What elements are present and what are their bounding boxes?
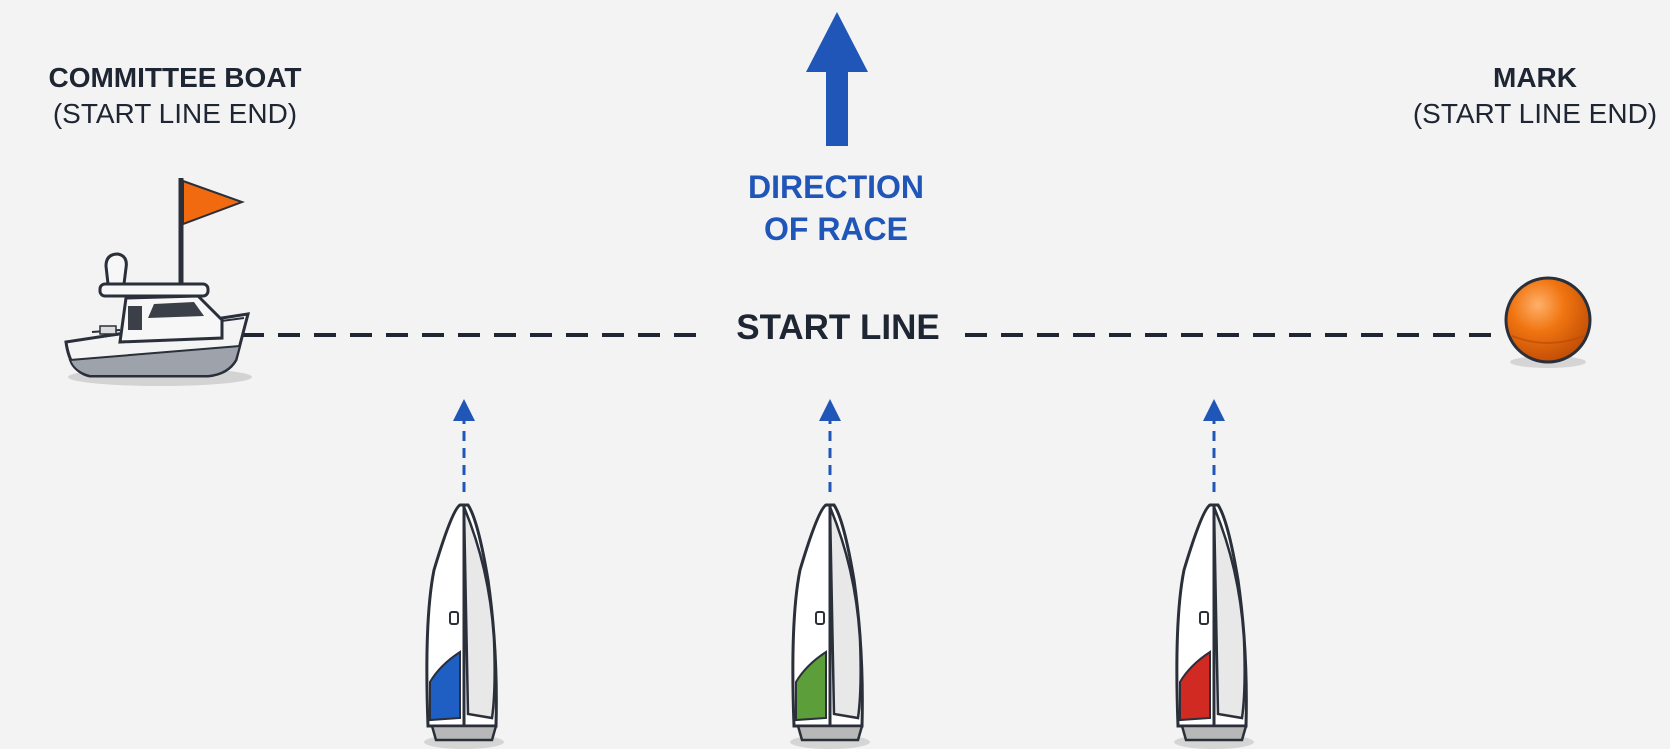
committee-boat-icon <box>66 178 252 386</box>
sailboat-2 <box>790 399 870 749</box>
committee-boat-label: COMMITTEE BOAT (START LINE END) <box>20 60 330 132</box>
course-arrow <box>1203 399 1225 492</box>
direction-line-1: DIRECTION <box>720 167 952 209</box>
course-arrow <box>453 399 475 492</box>
committee-boat-title: COMMITTEE BOAT <box>20 60 330 96</box>
direction-of-race-label: DIRECTION OF RACE <box>720 167 952 250</box>
orange-buoy-icon <box>1506 278 1590 368</box>
mark-label: MARK (START LINE END) <box>1400 60 1670 132</box>
start-line-label: START LINE <box>718 306 958 350</box>
direction-line-2: OF RACE <box>720 209 952 251</box>
course-arrow <box>819 399 841 492</box>
up-arrow-icon <box>806 12 868 146</box>
sailboat-icon <box>790 505 870 749</box>
committee-boat-subtitle: (START LINE END) <box>20 96 330 132</box>
sailboat-1 <box>424 399 504 749</box>
sailboat-icon <box>424 505 504 749</box>
mark-subtitle: (START LINE END) <box>1400 96 1670 132</box>
mark-title: MARK <box>1400 60 1670 96</box>
sailboat-icon <box>1174 505 1254 749</box>
sailboat-3 <box>1174 399 1254 749</box>
